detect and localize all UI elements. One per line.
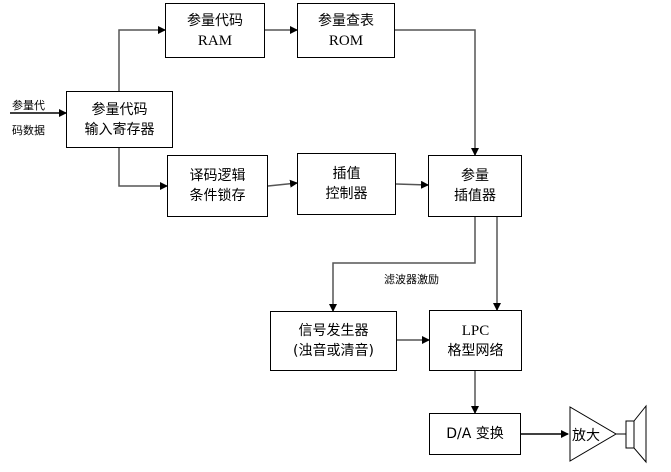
arrow-register-to-ram <box>118 26 166 91</box>
box-label: 输入寄存器 <box>84 121 155 138</box>
amplifier-triangle <box>569 406 617 462</box>
box-label: ROM <box>328 32 364 49</box>
box-label: 信号发生器 <box>298 323 369 339</box>
arrow-interpolator-to-signal-generator <box>329 217 476 312</box>
interpolation-controller-box: 插值 控制器 <box>297 153 396 215</box>
param-ram-box: 参量代码 RAM <box>165 3 265 58</box>
box-label: 译码逻辑 <box>189 168 246 184</box>
box-label: 插值器 <box>454 188 496 204</box>
box-label: 参量代码 <box>91 101 148 118</box>
box-label: 插值 <box>332 166 361 182</box>
box-label: 参量 <box>461 168 489 184</box>
signal-generator-box: 信号发生器 (浊音或清音) <box>270 311 397 371</box>
param-rom-box: 参量查表 ROM <box>297 3 395 58</box>
param-interpolator-box: 参量 插值器 <box>428 155 522 217</box>
box-label: 条件锁存 <box>189 188 246 204</box>
lpc-lattice-box: LPC 格型网络 <box>429 310 522 371</box>
arrow-register-to-decode <box>118 148 168 190</box>
box-label: 格型网络 <box>447 342 504 359</box>
filter-excitation-label: 滤波器激励 <box>384 273 439 286</box>
speaker-icon <box>625 404 647 464</box>
box-label: 参量代码 <box>187 12 243 29</box>
arrow-rom-to-interpolator <box>395 29 479 156</box>
decode-logic-box: 译码逻辑 条件锁存 <box>167 155 268 217</box>
box-label: D/A 变换 <box>446 426 504 442</box>
arrow-decode-to-controller <box>267 179 298 188</box>
box-label: RAM <box>197 32 233 49</box>
box-label: (浊音或清音) <box>293 343 374 359</box>
input-register-box: 参量代码 输入寄存器 <box>66 91 173 148</box>
box-label: 参量查表 <box>318 12 374 29</box>
input-label-line1: 参量代 <box>12 99 45 112</box>
input-label-line2: 码数据 <box>12 124 45 137</box>
arrow-controller-to-interpolator <box>395 180 429 189</box>
amplifier-label: 放大 <box>572 428 600 444</box>
box-label: 控制器 <box>325 186 368 202</box>
da-converter-box: D/A 变换 <box>429 413 521 455</box>
box-label: LPC <box>461 322 490 339</box>
